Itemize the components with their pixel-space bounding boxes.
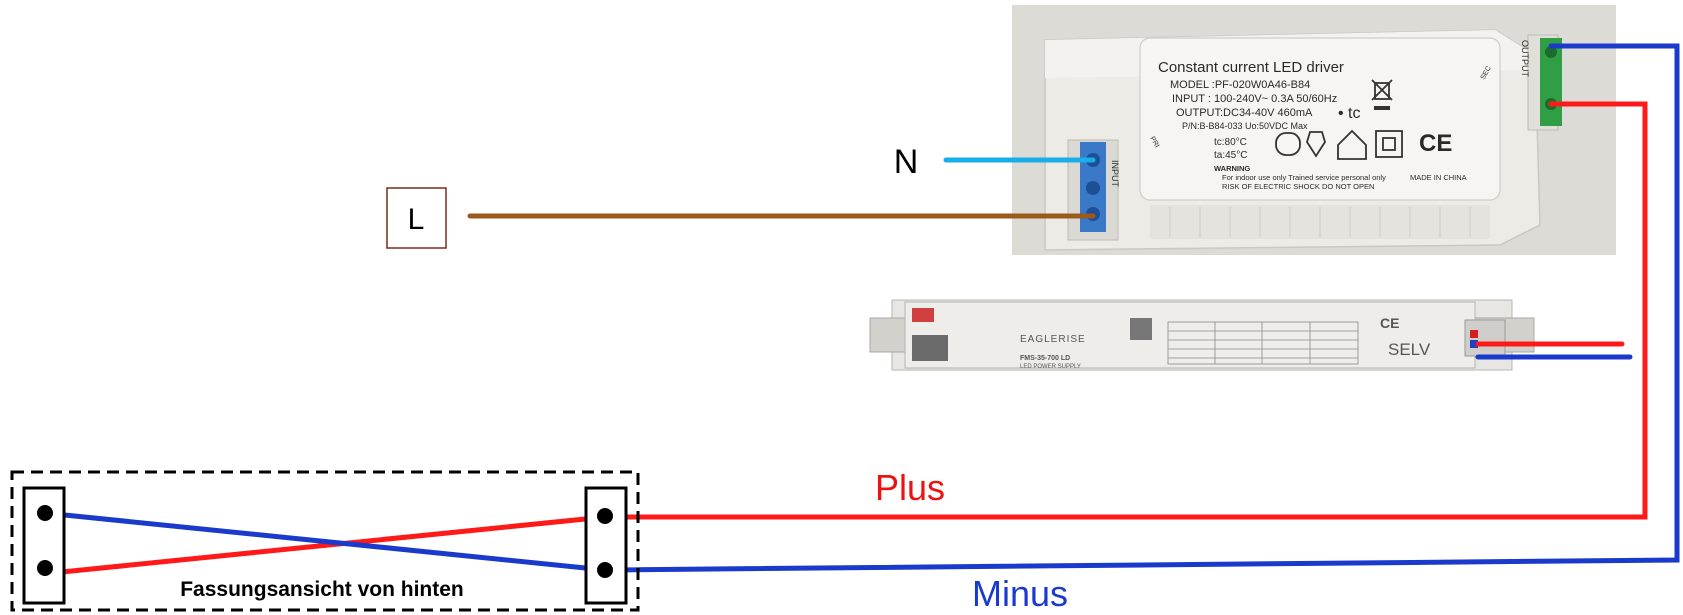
- label-plus: Plus: [875, 467, 945, 508]
- driver-warning-line1: For indoor use only Trained service pers…: [1222, 173, 1386, 182]
- socket-contact-bottom-left: [37, 560, 53, 576]
- driver-ribs: [1150, 205, 1490, 239]
- driver-origin: MADE IN CHINA: [1410, 173, 1467, 182]
- dip-switch: [912, 308, 934, 322]
- indoor-house-icon: [1337, 129, 1367, 160]
- class-ii-icon: [1275, 132, 1301, 156]
- eaglerise-model: FMS-35-700 LD: [1020, 355, 1070, 362]
- spec-table: [1167, 321, 1359, 365]
- small-ce-mark-icon: CE: [1380, 315, 1399, 331]
- eaglerise-led-power-supply: EAGLERISE FMS-35-700 LD LED POWER SUPPLY…: [869, 299, 1535, 371]
- driver-label: [1139, 37, 1501, 201]
- shield-icon: [1306, 131, 1326, 158]
- input-connector: [912, 335, 948, 361]
- output-side-label: OUTPUT: [1520, 40, 1530, 78]
- driver-ta: ta:45°C: [1214, 150, 1247, 161]
- plus-wire-red: [602, 101, 1648, 520]
- socket-cross-blue: [42, 510, 608, 573]
- label-minus: Minus: [972, 573, 1068, 614]
- label-L: L: [408, 203, 425, 236]
- socket-contact-top-left: [37, 505, 53, 521]
- input-side-label: INPUT: [1110, 160, 1120, 188]
- eaglerise-subtitle: LED POWER SUPPLY: [1020, 364, 1081, 370]
- live-terminal-box: [386, 187, 447, 249]
- driver-output-rating: OUTPUT:DC34-40V 460mA: [1176, 107, 1313, 119]
- socket-contact-bottom-right: [597, 562, 613, 578]
- socket-outline: [10, 470, 640, 612]
- label-N: N: [894, 143, 919, 181]
- socket-back-view: Fassungsansicht von hinten: [10, 470, 640, 612]
- constant-current-led-driver: Constant current LED driver MODEL :PF-02…: [1012, 5, 1616, 255]
- pri-label: PRI: [1148, 136, 1160, 150]
- eaglerise-brand: EAGLERISE: [1020, 334, 1086, 345]
- driver-warning-line2: RISK OF ELECTRIC SHOCK DO NOT OPEN: [1222, 182, 1374, 191]
- selv-mark: SELV: [1388, 340, 1431, 359]
- driver-input-rating: INPUT : 100-240V~ 0.3A 50/60Hz: [1172, 93, 1337, 105]
- socket-caption: Fassungsansicht von hinten: [180, 578, 464, 601]
- driver-model: MODEL :PF-020W0A46-B84: [1170, 79, 1310, 91]
- wires: [42, 43, 1680, 576]
- socket-contact-top-right: [597, 508, 613, 524]
- double-insulation-icon: [1375, 130, 1403, 158]
- driver-part-number: P/N:B-B84-033 Uo:50VDC Max: [1182, 121, 1308, 131]
- driver-title: Constant current LED driver: [1158, 59, 1344, 76]
- socket-right-contact-bar: [584, 486, 628, 605]
- socket-cross-red: [49, 514, 608, 576]
- tc-mark: • tc: [1338, 105, 1361, 122]
- driver-warning-heading: WARNING: [1214, 164, 1250, 173]
- certification-icons: [1275, 79, 1403, 160]
- minus-wire-blue: [602, 43, 1680, 573]
- ce-mark-icon: CE: [1419, 130, 1452, 157]
- driver-tc: tc:80°C: [1214, 137, 1247, 148]
- qr-code-icon: [1130, 318, 1152, 340]
